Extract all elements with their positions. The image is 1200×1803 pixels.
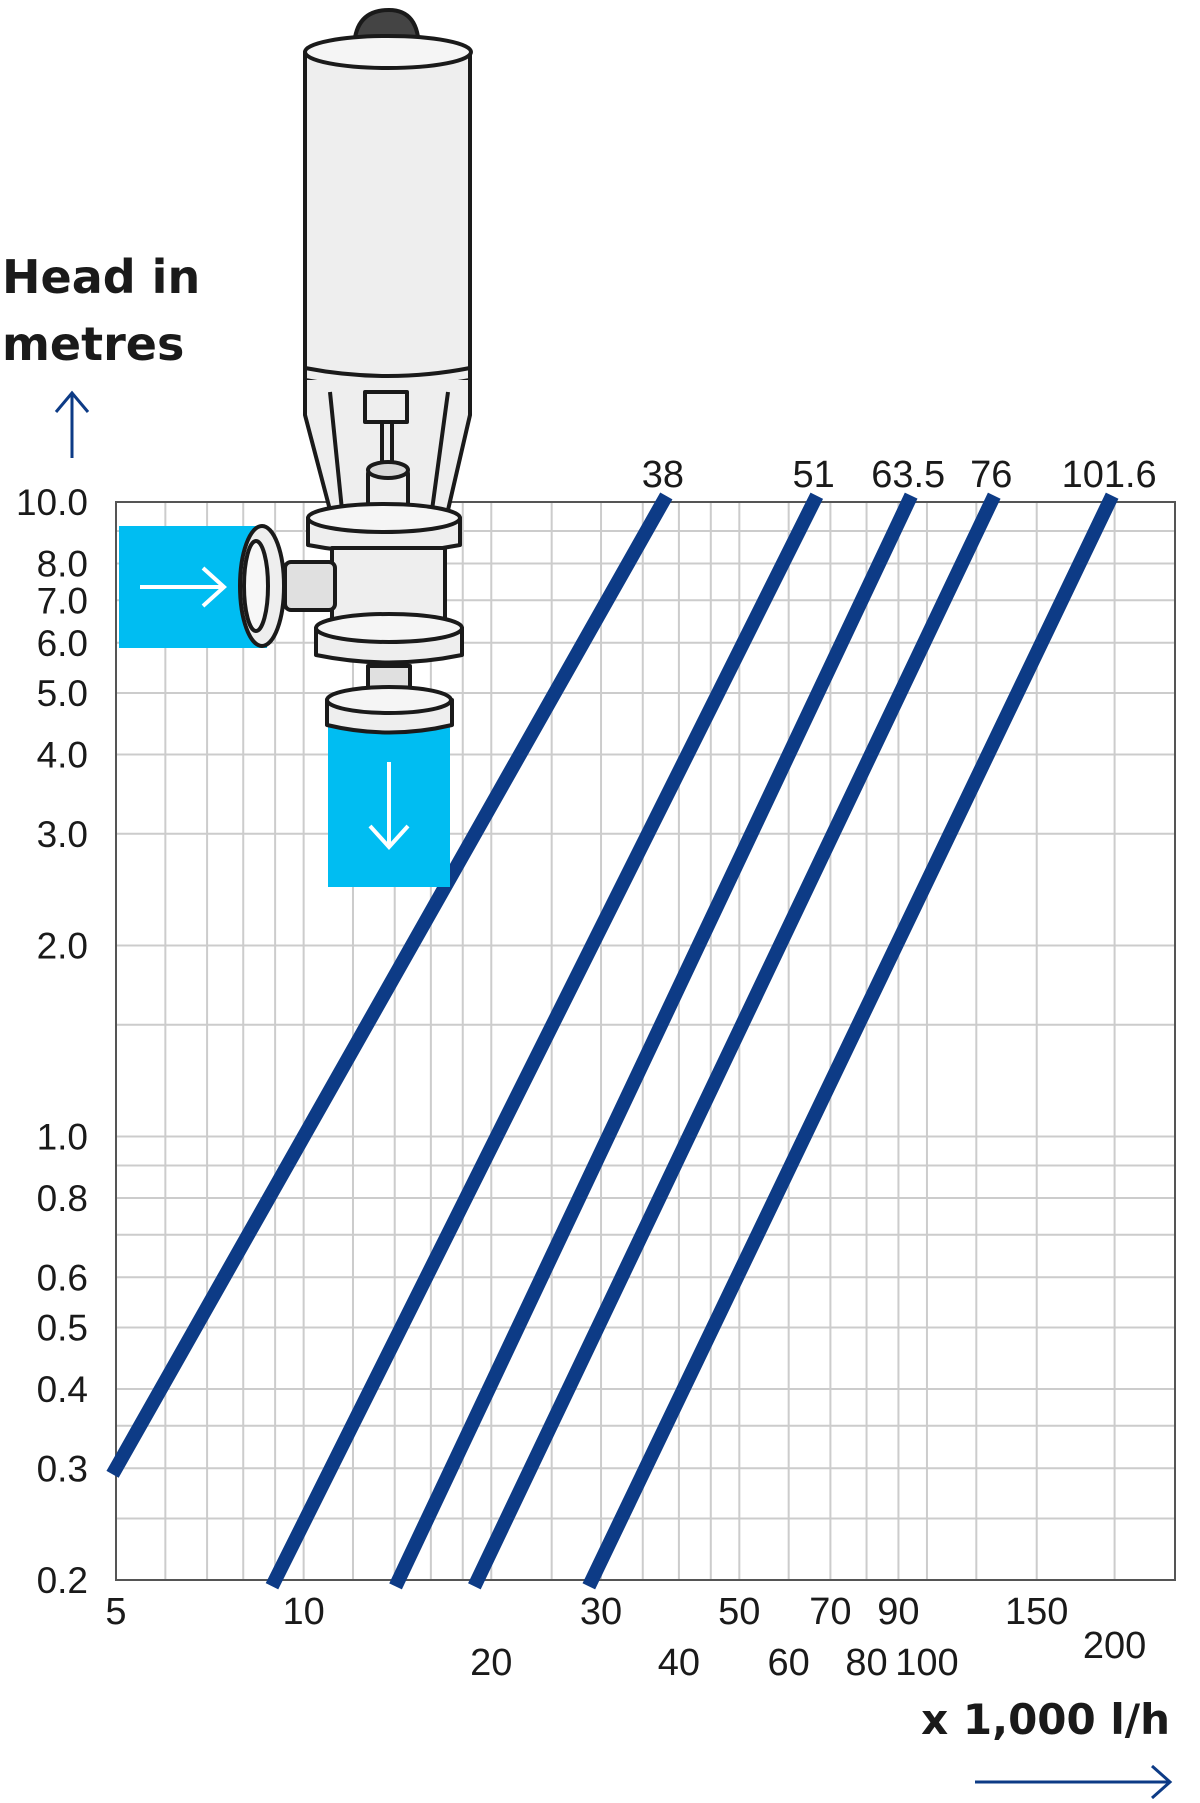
- series-line: [106, 492, 673, 1478]
- y-axis-ticks: 10.0 8.07.06.0 5.0 4.0 3.0 2.0 1.0 0.8 0.6 0.5 0.4…: [16, 482, 88, 1601]
- series-label: 76: [970, 454, 1012, 496]
- series-label: 63.5: [871, 454, 945, 496]
- y-tick-label: 1.0: [37, 1117, 88, 1158]
- x-tick-label: 30: [580, 1591, 622, 1633]
- up-arrow-icon: [54, 390, 90, 458]
- series-layer: 38 51 63.5 76 101.6: [106, 454, 1157, 1590]
- chart-grid: [116, 502, 1175, 1580]
- y-axis-title-line2: metres: [2, 317, 184, 371]
- x-tick-label: 40: [658, 1642, 700, 1684]
- actuator: [238, 8, 473, 735]
- series-line: [389, 492, 918, 1590]
- y-tick-label: 3.0: [37, 814, 88, 855]
- inlet-port: [283, 560, 337, 612]
- y-tick-label: 2.0: [37, 925, 88, 966]
- series-label: 101.6: [1062, 454, 1157, 496]
- y-tick-label: 0.4: [37, 1369, 88, 1410]
- x-tick-label: 60: [768, 1642, 810, 1684]
- series-line: [468, 492, 1001, 1590]
- x-tick-label: 10: [282, 1591, 324, 1633]
- x-tick-label: 200: [1083, 1625, 1146, 1667]
- series-line: [582, 492, 1119, 1590]
- y-tick-label: 4.0: [37, 734, 88, 775]
- x-axis-title: x 1,000 l/h: [921, 1695, 1170, 1744]
- x-tick-label: 20: [470, 1642, 512, 1684]
- x-tick-label: 80: [845, 1642, 887, 1684]
- y-tick-label: 7.0: [37, 580, 88, 621]
- plot-area-frame: [115, 501, 1176, 1581]
- right-arrow-icon: [975, 1764, 1173, 1800]
- y-tick-label: 6.0: [37, 623, 88, 664]
- x-tick-label: 100: [895, 1642, 958, 1684]
- y-axis-title-line1: Head in: [2, 250, 200, 304]
- y-tick-label: 0.8: [37, 1178, 88, 1219]
- y-tick-label: 10.0: [16, 482, 88, 523]
- x-tick-label: 5: [105, 1591, 126, 1633]
- series-label: 51: [793, 454, 835, 496]
- x-tick-label: 90: [877, 1591, 919, 1633]
- y-tick-label: 5.0: [37, 673, 88, 714]
- x-tick-label: 150: [1005, 1591, 1068, 1633]
- y-tick-label: 0.2: [37, 1560, 88, 1601]
- series-line: [265, 492, 824, 1590]
- x-tick-label: 50: [718, 1591, 760, 1633]
- x-tick-label: 70: [809, 1591, 851, 1633]
- series-label: 38: [642, 454, 684, 496]
- y-tick-label: 8.0: [37, 543, 88, 584]
- y-tick-label: 0.6: [37, 1257, 88, 1298]
- actuator-cylinder: [303, 50, 472, 390]
- y-tick-label: 0.5: [37, 1308, 88, 1349]
- inlet-right-arrow-icon: [140, 566, 227, 608]
- outlet-down-arrow-icon: [368, 762, 410, 850]
- y-tick-label: 0.3: [37, 1448, 88, 1489]
- valve-diagram: [119, 8, 473, 887]
